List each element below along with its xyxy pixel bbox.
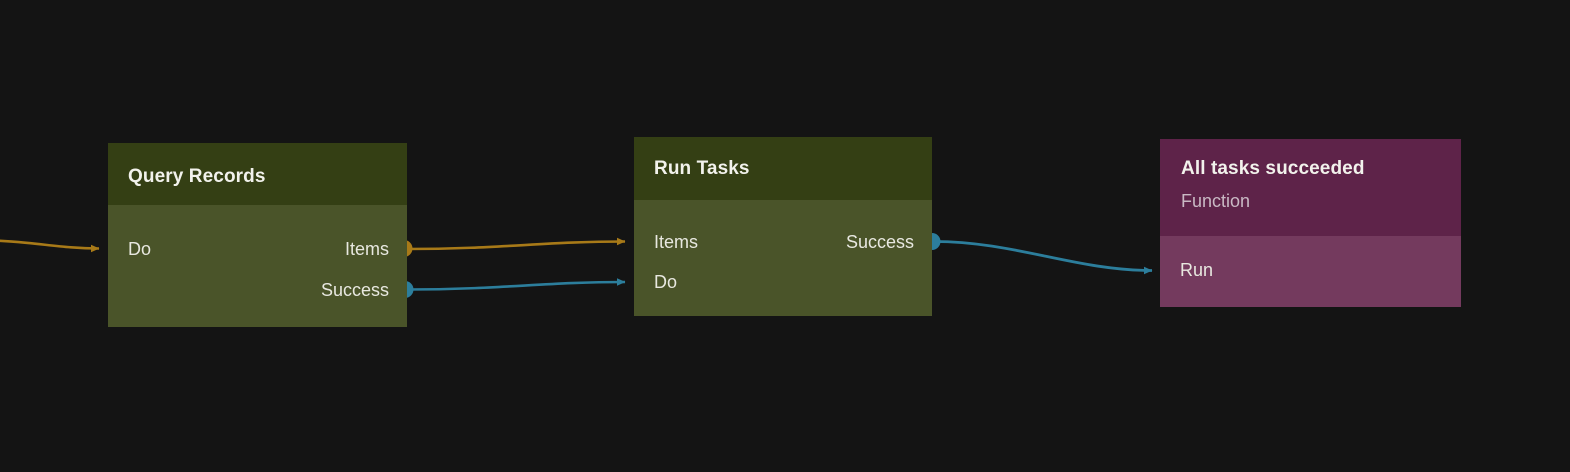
node-header-run-tasks[interactable]: Run Tasks bbox=[634, 137, 932, 200]
port-label-input-do[interactable]: Do bbox=[654, 272, 678, 292]
port-label-output-success[interactable]: Success bbox=[845, 232, 914, 252]
port-row-do-items: Do Items bbox=[108, 238, 407, 260]
port-label-input-items[interactable]: Items bbox=[654, 232, 699, 252]
port-label-output-success[interactable]: Success bbox=[320, 280, 389, 300]
port-row-do: Do bbox=[634, 271, 932, 293]
port-row-run: Run bbox=[1160, 259, 1461, 281]
port-label-input-do[interactable]: Do bbox=[128, 239, 152, 259]
edge-run-success-to-all-run bbox=[933, 240, 1153, 275]
node-query-records[interactable]: Query Records Do Items Success bbox=[108, 143, 407, 327]
port-row-items-success: Items Success bbox=[634, 231, 932, 253]
node-body-run-tasks: Items Success Do bbox=[634, 200, 932, 316]
node-title-all-tasks-succeeded: All tasks succeeded bbox=[1181, 158, 1365, 179]
port-label-output-items[interactable]: Items bbox=[344, 239, 389, 259]
node-title-query-records: Query Records bbox=[128, 166, 266, 187]
port-row-success: Success bbox=[108, 279, 407, 301]
edge-query-items-to-run-items bbox=[405, 237, 626, 251]
edge-query-success-to-run-do bbox=[406, 278, 626, 291]
node-title-run-tasks: Run Tasks bbox=[654, 158, 750, 179]
node-run-tasks[interactable]: Run Tasks Items Success Do bbox=[634, 137, 932, 316]
edge-offscreen-to-query-do bbox=[0, 239, 100, 253]
node-all-tasks-succeeded[interactable]: All tasks succeeded Function Run bbox=[1160, 139, 1461, 307]
node-header-query-records[interactable]: Query Records bbox=[108, 143, 407, 205]
port-label-input-run[interactable]: Run bbox=[1180, 260, 1214, 280]
node-body-all-tasks-succeeded: Run bbox=[1160, 236, 1461, 307]
node-header-all-tasks-succeeded[interactable]: All tasks succeeded Function bbox=[1160, 139, 1461, 236]
node-body-query-records: Do Items Success bbox=[108, 205, 407, 327]
node-subtitle-function: Function bbox=[1181, 191, 1251, 211]
